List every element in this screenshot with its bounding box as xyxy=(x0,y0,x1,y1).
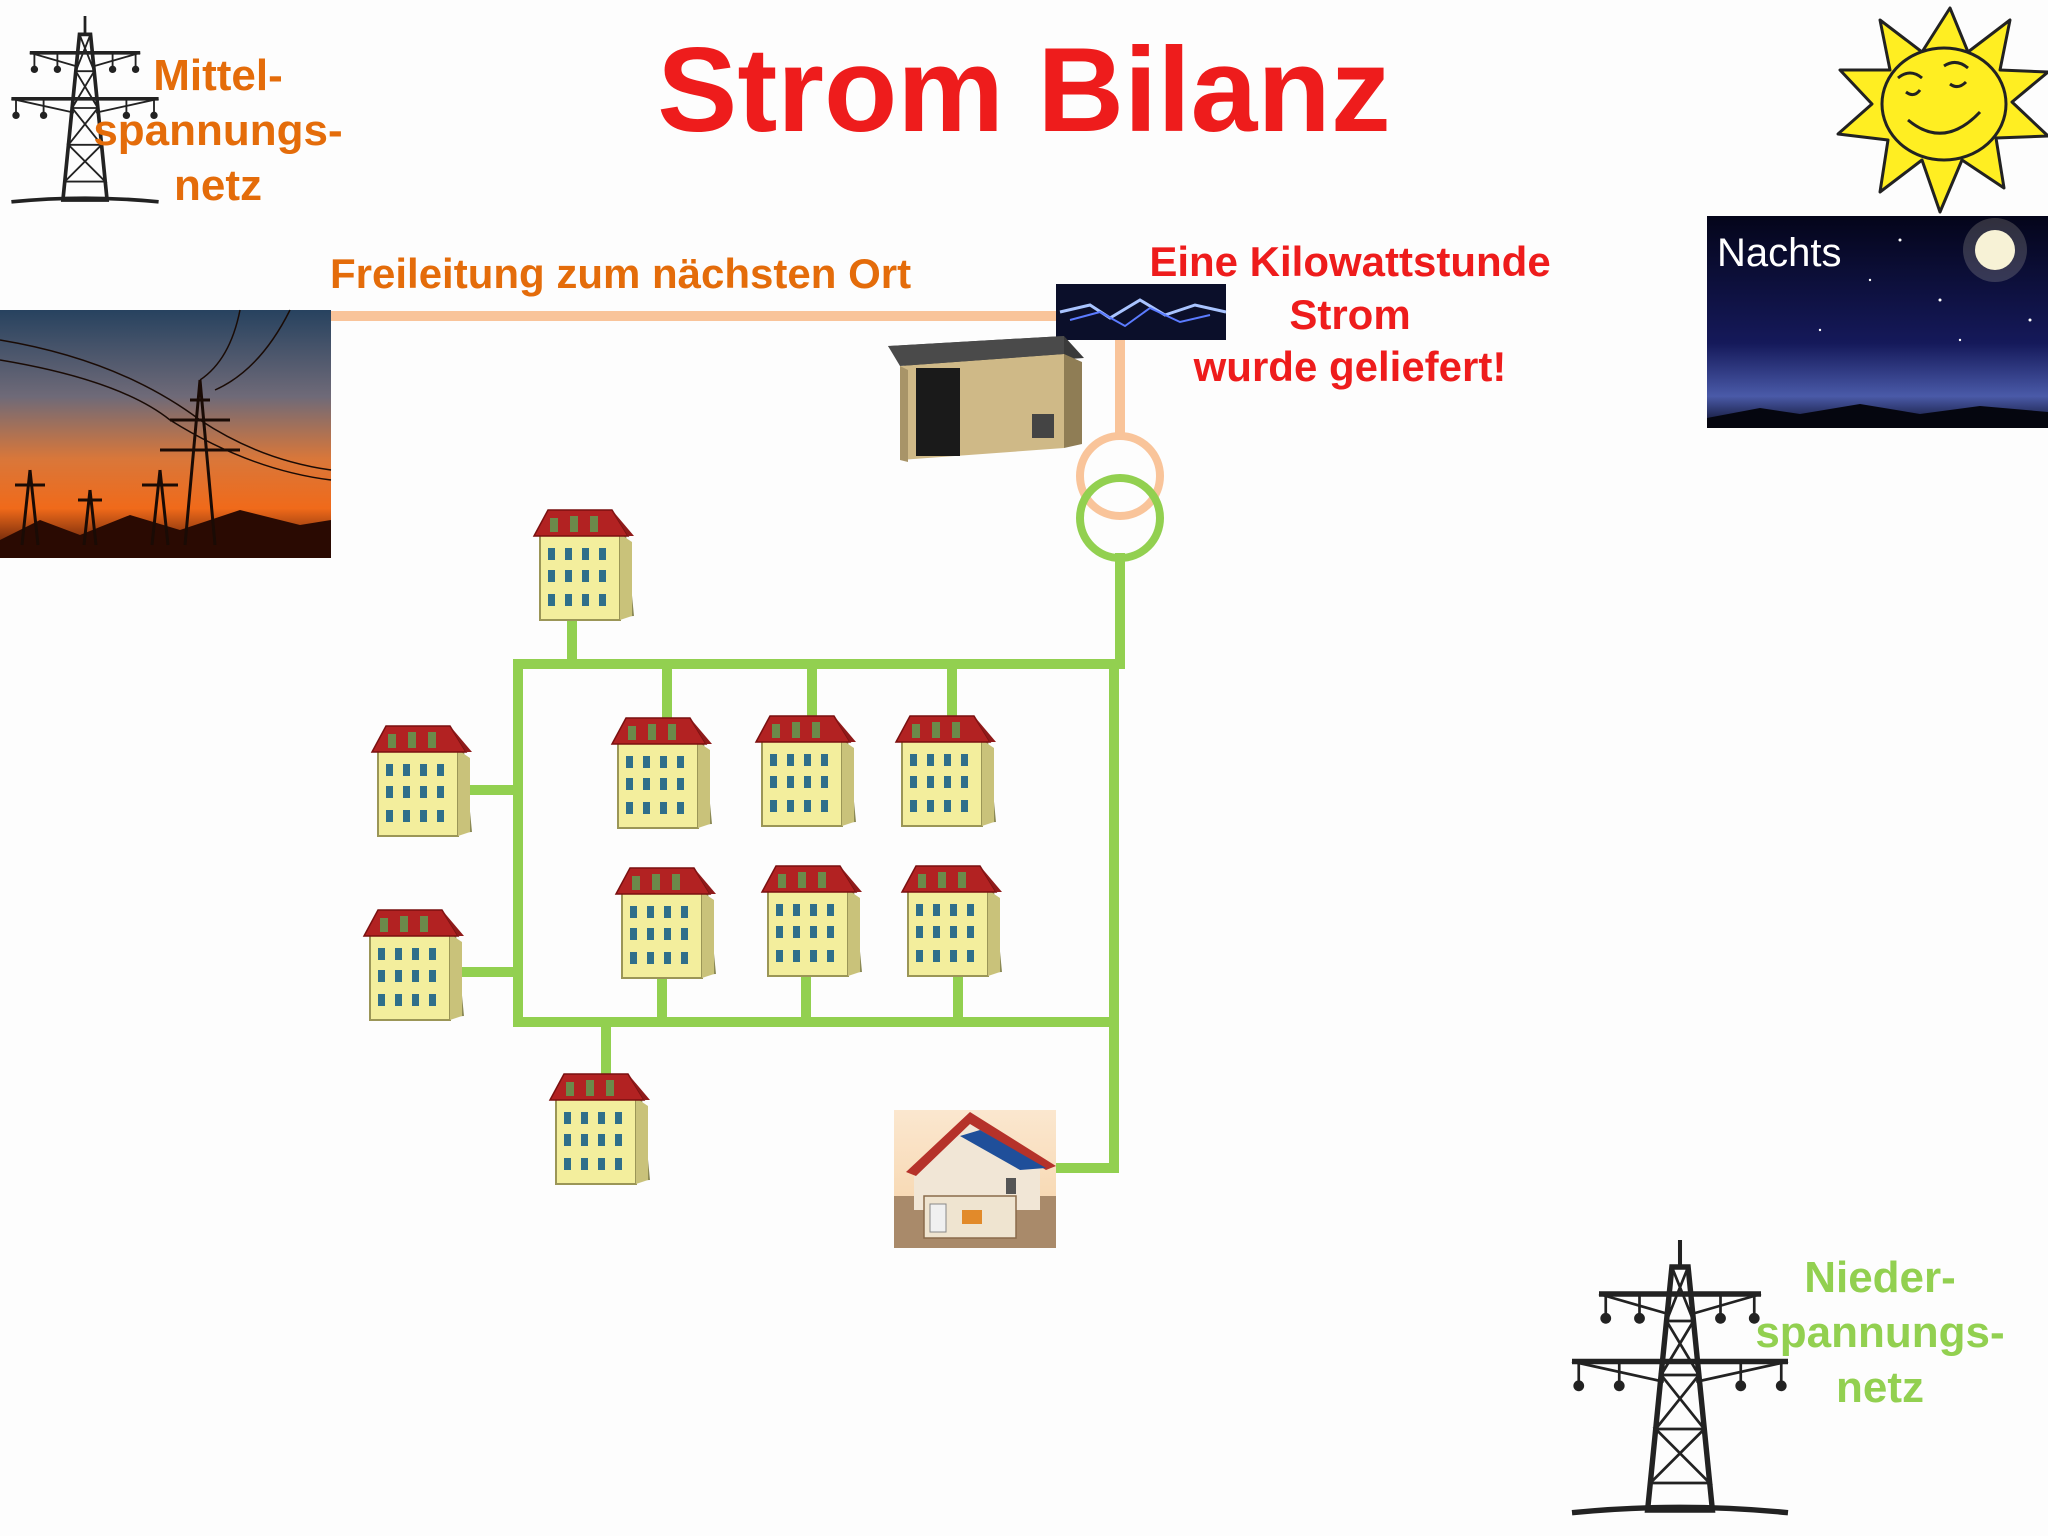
mittel-line-1: Mittel- xyxy=(153,51,283,100)
kwh-line-3: wurde geliefert! xyxy=(1193,343,1507,390)
lightning-icon xyxy=(1056,284,1227,340)
sunset-powerlines-image xyxy=(0,309,332,558)
niederspannung-grid-lines xyxy=(457,553,1125,1173)
freileitung-label: Freileitung zum nächsten Ort xyxy=(330,250,912,297)
mittelspannungsnetz-label: Mittel- spannungs- netz xyxy=(88,48,348,213)
freileitung-line xyxy=(331,311,1125,440)
apartment-building-left-2 xyxy=(363,909,465,1021)
apartment-building-left-1 xyxy=(371,725,473,837)
apartment-building-top xyxy=(533,509,635,621)
kilowattstunde-message: Eine Kilowattstunde Strom wurde geliefer… xyxy=(1100,236,1600,394)
apartment-building-row2-1 xyxy=(615,867,717,979)
nieder-line-2: spannungs- xyxy=(1755,1308,2005,1357)
mittel-line-3: netz xyxy=(174,161,262,210)
nieder-line-1: Nieder- xyxy=(1804,1253,1956,1302)
page-title: Strom Bilanz xyxy=(657,23,1391,157)
apartment-building-bottom xyxy=(549,1073,651,1185)
kwh-line-1: Eine Kilowattstunde xyxy=(1149,238,1551,285)
nieder-line-3: netz xyxy=(1836,1363,1924,1412)
mittel-line-2: spannungs- xyxy=(93,106,343,155)
apartment-building-row1-2 xyxy=(755,715,857,827)
nachts-box: Nachts xyxy=(1707,216,2048,428)
apartment-building-row1-1 xyxy=(611,717,713,829)
solar-house-icon xyxy=(894,1110,1056,1248)
substation-building-icon xyxy=(888,336,1084,462)
apartment-building-row2-3 xyxy=(901,865,1003,977)
night-sky-image xyxy=(1707,216,2048,428)
nachts-label: Nachts xyxy=(1717,231,1842,275)
apartment-building-row1-3 xyxy=(895,715,997,827)
kwh-line-2: Strom xyxy=(1289,290,1411,338)
transformer-symbol-icon xyxy=(1076,432,1164,562)
apartment-building-row2-2 xyxy=(761,865,863,977)
niederspannungsnetz-label: Nieder- spannungs- netz xyxy=(1720,1250,2040,1415)
smiling-sun-icon xyxy=(1836,6,2048,214)
